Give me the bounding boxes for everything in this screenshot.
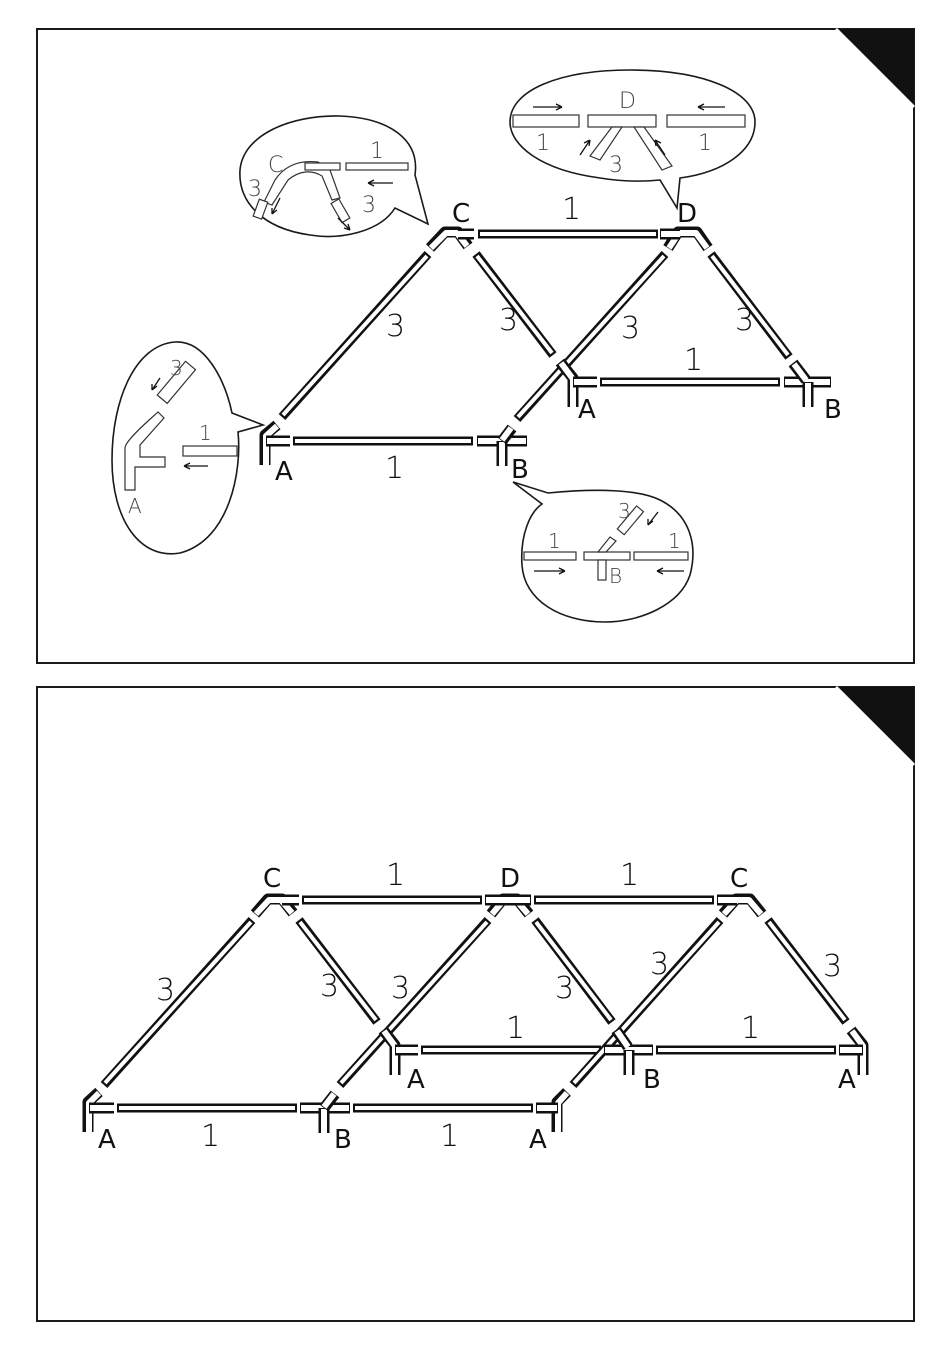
tube-number-diag-1: 3 <box>156 973 175 1008</box>
detail-b-connector <box>584 552 630 560</box>
joint-label-b-front-mid: B <box>334 1125 352 1155</box>
tube-number-diag-c-right: 3 <box>499 303 518 338</box>
detail-bubble-d: D 1 1 3 <box>510 70 755 208</box>
joint-label-c: C <box>452 199 470 229</box>
detail-bubble-c: C 1 3 3 <box>240 116 428 236</box>
joint-label-b-right: B <box>824 395 842 425</box>
detail-bubble-b: B 1 1 3 <box>513 482 693 622</box>
panel-step-1: C D A A B B 1 1 1 3 3 3 3 C <box>37 29 914 663</box>
tube-number-bottom-back: 1 <box>684 343 703 378</box>
detail-b-tube-left-label: 1 <box>548 529 561 553</box>
detail-b-tube-right <box>634 552 688 560</box>
detail-c-tube-right-label: 3 <box>362 193 376 218</box>
tube-number-front-left: 1 <box>201 1119 220 1154</box>
joint-label-c-left: C <box>263 864 281 894</box>
detail-b-tube-left <box>524 552 576 560</box>
joint-label-b-back-mid: B <box>643 1065 661 1095</box>
detail-c-joint-label: C <box>268 153 283 178</box>
panel-1-tubes <box>282 234 789 441</box>
detail-a-tube-right-label: 1 <box>199 421 212 445</box>
joint-label-a-left: A <box>275 457 293 487</box>
joint-label-b-left: B <box>511 455 529 485</box>
detail-b-tube-right-label: 1 <box>668 529 681 553</box>
joint-label-a-front-left: A <box>98 1125 116 1155</box>
joint-label-a-front-right: A <box>529 1125 547 1155</box>
detail-c-tube-top-label: 1 <box>370 139 384 164</box>
detail-d-joint-label: D <box>619 89 636 114</box>
detail-d-tube-left-label: 1 <box>536 131 550 156</box>
tube-number-front-right: 1 <box>440 1119 459 1154</box>
tube-number-diag-left: 3 <box>386 309 405 344</box>
joint-label-a-back-left: A <box>407 1065 425 1095</box>
joint-label-d: D <box>677 199 697 229</box>
panel-2-tubes <box>104 900 846 1108</box>
tube-number-diag-6: 3 <box>823 949 842 984</box>
detail-b-tube-top-label: 3 <box>618 499 631 523</box>
detail-c-tube-left-label: 3 <box>248 177 262 202</box>
joint-label-a-mid: A <box>578 395 596 425</box>
joint-label-a-back-right: A <box>838 1065 856 1095</box>
tube-number-top-left: 1 <box>386 858 405 893</box>
tube-number-diag-2: 3 <box>320 969 339 1004</box>
detail-d-tube-bottom-label: 3 <box>609 153 623 178</box>
panel-step-2: C D C A B A A B A 1 1 1 1 1 1 3 3 3 3 3 … <box>37 687 914 1321</box>
tube-number-diag-5: 3 <box>650 947 669 982</box>
detail-bubble-a: A 3 1 <box>112 342 263 554</box>
detail-d-tube-left <box>513 115 579 127</box>
detail-c-tube-top <box>346 163 408 170</box>
tube-number-bottom-front: 1 <box>385 451 404 486</box>
tube-number-diag-3: 3 <box>391 971 410 1006</box>
detail-d-tube-right-label: 1 <box>698 131 712 156</box>
detail-d-tube-right <box>667 115 745 127</box>
detail-a-joint-label: A <box>128 494 142 518</box>
tube-number-top: 1 <box>562 192 581 227</box>
detail-d-connector <box>588 115 656 127</box>
joint-label-c-right: C <box>730 864 748 894</box>
tube-number-top-right: 1 <box>620 858 639 893</box>
tube-number-diag-d-right: 3 <box>735 303 754 338</box>
tube-number-diag-d-left: 3 <box>621 311 640 346</box>
detail-a-tube-top-label: 3 <box>170 356 183 380</box>
joint-label-d-mid: D <box>500 864 520 894</box>
tube-number-back-right: 1 <box>741 1011 760 1046</box>
detail-a-tube-right <box>183 446 237 456</box>
detail-b-joint-label: B <box>609 564 622 588</box>
tube-number-back-left: 1 <box>506 1011 525 1046</box>
tube-number-diag-4: 3 <box>555 971 574 1006</box>
